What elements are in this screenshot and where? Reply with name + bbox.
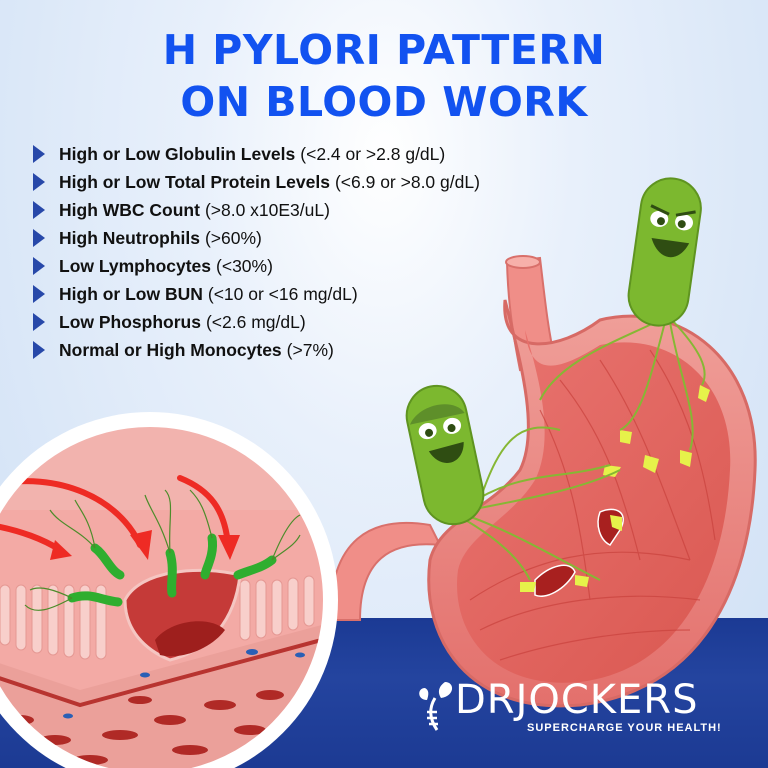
leaf-dna-icon [419, 682, 453, 731]
list-item: High or Low Total Protein Levels(<6.9 or… [33, 168, 480, 196]
item-value: (<6.9 or >8.0 g/dL) [334, 171, 480, 192]
page-title: H PYLORI PATTERN ON BLOOD WORK [0, 24, 768, 128]
closeup-illustration [0, 412, 338, 768]
item-label: High WBC Count [59, 199, 200, 220]
triangle-right-icon [33, 229, 45, 247]
item-label: Low Lymphocytes [59, 255, 212, 276]
item-value: (<10 or <16 mg/dL) [207, 283, 358, 304]
item-value: (<30%) [216, 255, 273, 276]
item-label: Low Phosphorus [59, 311, 201, 332]
triangle-right-icon [33, 145, 45, 163]
triangle-right-icon [33, 201, 45, 219]
item-value: (>7%) [286, 339, 334, 360]
marker-list: High or Low Globulin Levels(<2.4 or >2.8… [33, 140, 480, 364]
list-item: Normal or High Monocytes(>7%) [33, 336, 480, 364]
bacterium-character-top [627, 177, 702, 327]
list-item: High or Low Globulin Levels(<2.4 or >2.8… [33, 140, 480, 168]
item-label: High or Low BUN [59, 283, 203, 304]
brand-tagline: SUPERCHARGE YOUR HEALTH! [527, 722, 722, 734]
title-line-2: ON BLOOD WORK [180, 78, 588, 126]
brand-logo: DRJOCKERS SUPERCHARGE YOUR HEALTH! [415, 678, 725, 738]
triangle-right-icon [33, 313, 45, 331]
bacterium-character-middle [405, 384, 485, 526]
item-label: High Neutrophils [59, 227, 200, 248]
list-item: High Neutrophils(>60%) [33, 224, 480, 252]
item-value: (<2.6 mg/dL) [205, 311, 306, 332]
item-value: (>8.0 x10E3/uL) [204, 199, 330, 220]
item-value: (<2.4 or >2.8 g/dL) [300, 143, 446, 164]
triangle-right-icon [33, 341, 45, 359]
item-label: High or Low Total Protein Levels [59, 171, 330, 192]
stomach-illustration [328, 255, 757, 708]
item-label: Normal or High Monocytes [59, 339, 282, 360]
triangle-right-icon [33, 285, 45, 303]
item-value: (>60%) [204, 227, 262, 248]
title-line-1: H PYLORI PATTERN [162, 26, 606, 74]
item-label: High or Low Globulin Levels [59, 143, 296, 164]
list-item: High WBC Count(>8.0 x10E3/uL) [33, 196, 480, 224]
list-item: High or Low BUN(<10 or <16 mg/dL) [33, 280, 480, 308]
list-item: Low Phosphorus(<2.6 mg/dL) [33, 308, 480, 336]
brand-name: DRJOCKERS [455, 677, 699, 723]
list-item: Low Lymphocytes(<30%) [33, 252, 480, 280]
triangle-right-icon [33, 257, 45, 275]
triangle-right-icon [33, 173, 45, 191]
